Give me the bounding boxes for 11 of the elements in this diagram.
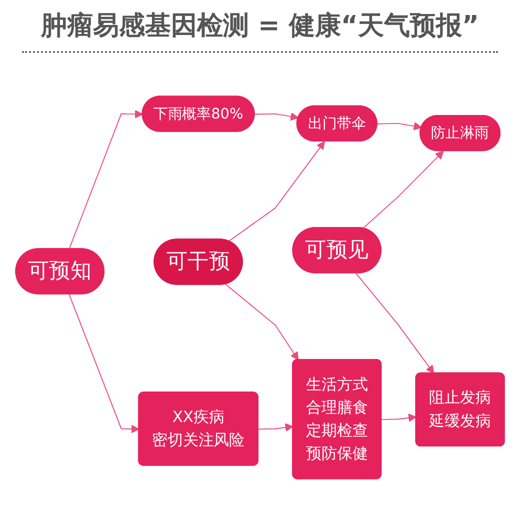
arrow bbox=[225, 284, 299, 360]
arrow bbox=[362, 150, 444, 229]
arrow bbox=[254, 112, 299, 121]
arrow bbox=[228, 141, 325, 242]
arrow bbox=[355, 272, 434, 374]
arrow bbox=[68, 110, 144, 250]
title: 肿瘤易感基因检测 = 健康“天气预报” bbox=[40, 10, 480, 42]
arrow bbox=[376, 122, 422, 130]
arrow bbox=[68, 294, 140, 434]
arrow bbox=[381, 414, 417, 422]
arrow bbox=[258, 423, 294, 432]
